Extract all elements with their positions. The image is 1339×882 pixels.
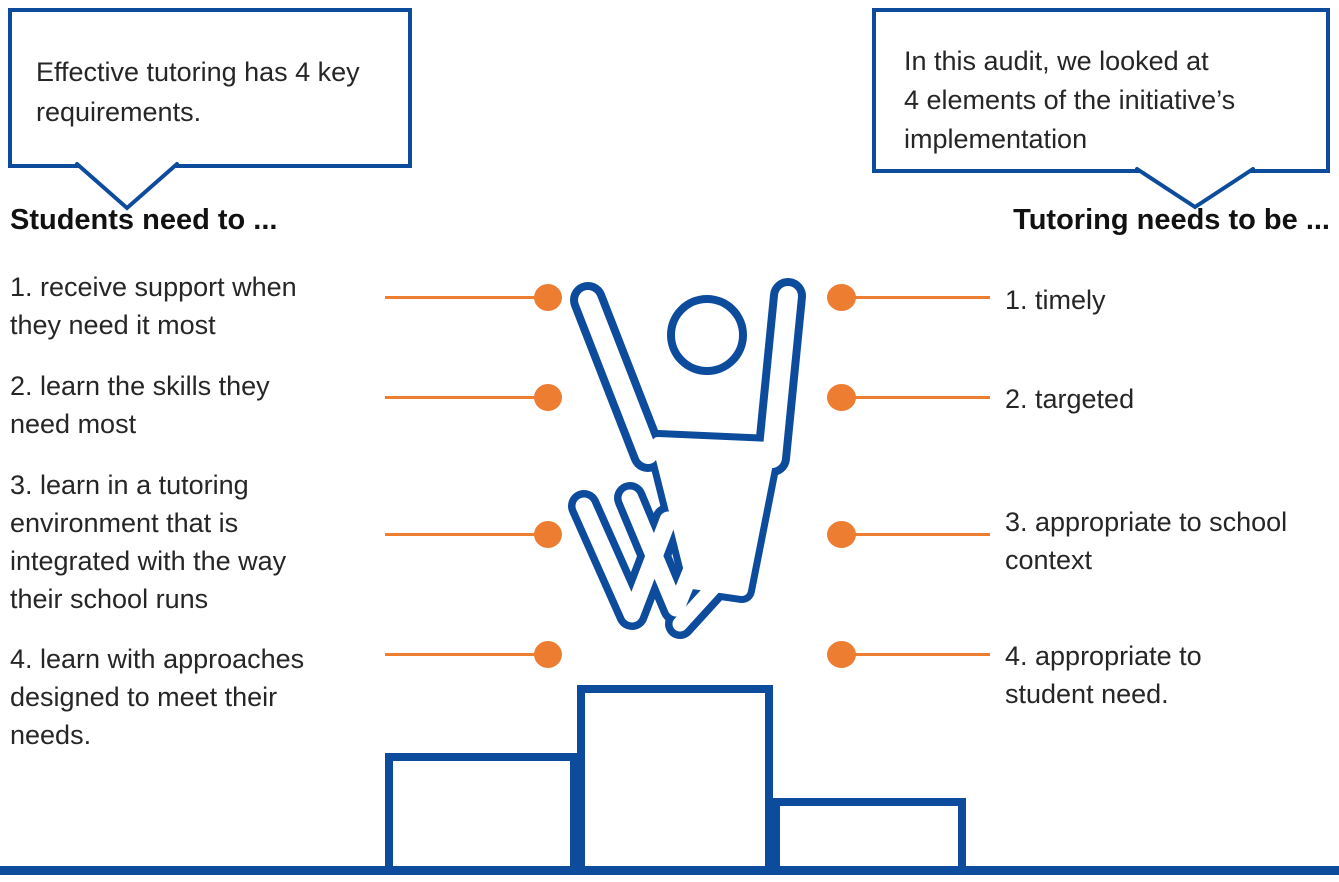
tutoring-heading: Tutoring needs to be ... bbox=[1013, 204, 1330, 236]
callout-left-pointer bbox=[75, 162, 179, 211]
connector-right-1-line bbox=[842, 296, 990, 299]
callout-right: In this audit, we looked at 4 elements o… bbox=[872, 8, 1330, 173]
student-need-2: 2. learn the skills they need most bbox=[10, 371, 270, 439]
podium-third-place-bar bbox=[772, 798, 966, 875]
student-need-3: 3. learn in a tutoring environment that … bbox=[10, 470, 287, 614]
connector-right-3-line bbox=[842, 533, 990, 536]
connector-right-3-dot-icon bbox=[827, 521, 856, 548]
tutoring-element-2: 2. targeted bbox=[1005, 384, 1135, 414]
callout-left: Effective tutoring has 4 key requirement… bbox=[8, 8, 412, 168]
connector-left-2-line bbox=[385, 396, 548, 399]
jumping-person-icon bbox=[568, 278, 806, 639]
students-heading: Students need to ... bbox=[10, 204, 278, 236]
connector-left-4-line bbox=[385, 653, 548, 656]
callout-left-text: Effective tutoring has 4 key requirement… bbox=[36, 57, 360, 127]
connector-left-2-dot-icon bbox=[534, 384, 562, 411]
tutoring-element-3: 3. appropriate to school context bbox=[1005, 507, 1288, 575]
connector-right-4-dot-icon bbox=[827, 641, 856, 668]
connector-right-1-dot-icon bbox=[827, 284, 856, 311]
callout-right-pointer bbox=[1135, 167, 1255, 210]
podium-second-place-bar bbox=[385, 753, 578, 875]
callout-right-text: In this audit, we looked at 4 elements o… bbox=[904, 46, 1236, 154]
connector-right-4-line bbox=[842, 653, 990, 656]
connector-left-1-line bbox=[385, 296, 548, 299]
podium-first-place-bar bbox=[577, 685, 773, 875]
ground-line bbox=[0, 866, 1339, 875]
tutoring-element-4: 4. appropriate to student need. bbox=[1005, 641, 1202, 709]
connector-left-3-line bbox=[385, 533, 548, 536]
connector-left-1-dot-icon bbox=[534, 284, 562, 311]
connector-right-2-dot-icon bbox=[827, 384, 856, 411]
student-need-4: 4. learn with approaches designed to mee… bbox=[10, 644, 305, 750]
connector-left-4-dot-icon bbox=[534, 641, 562, 668]
student-need-1: 1. receive support when they need it mos… bbox=[10, 272, 297, 340]
connector-left-3-dot-icon bbox=[534, 521, 562, 548]
connector-right-2-line bbox=[842, 396, 990, 399]
tutoring-element-1: 1. timely bbox=[1005, 285, 1106, 315]
